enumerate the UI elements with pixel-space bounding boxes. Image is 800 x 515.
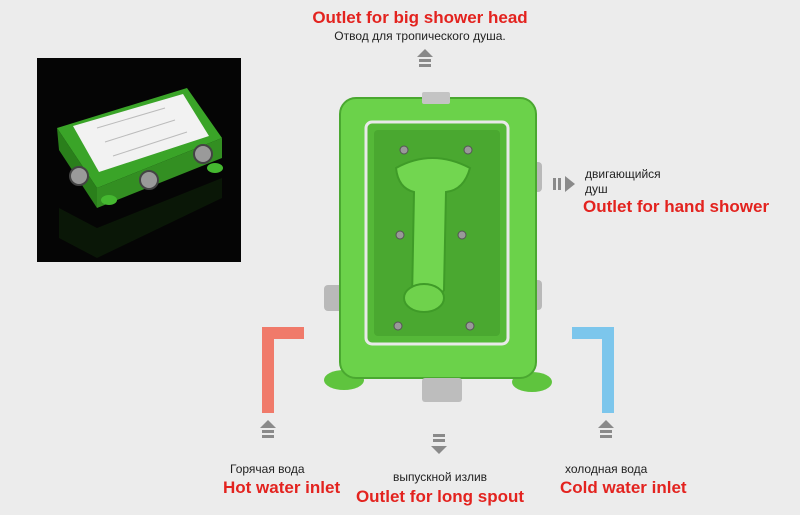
product-photo-inset bbox=[37, 58, 241, 262]
hot-water-label-ru: Горячая вода bbox=[230, 462, 305, 476]
hand-shower-label-ru-2: душ bbox=[585, 182, 608, 196]
big-shower-label-ru: Отвод для тропического душа. bbox=[334, 29, 506, 43]
hand-shower-label-ru-1: двигающийся bbox=[585, 167, 661, 181]
cold-water-pipe bbox=[572, 327, 614, 413]
bottom-fitting bbox=[422, 378, 462, 402]
big-shower-label-en: Outlet for big shower head bbox=[312, 8, 528, 27]
hot-water-label-en: Hot water inlet bbox=[223, 478, 341, 497]
valve-box-photo bbox=[57, 88, 223, 258]
arrow-right-icon bbox=[553, 176, 575, 192]
hand-shower-label-en: Outlet for hand shower bbox=[583, 197, 770, 216]
spout-label-ru: выпускной излив bbox=[392, 470, 488, 484]
arrow-up-icon bbox=[260, 420, 276, 438]
concealed-valve-box bbox=[322, 90, 562, 420]
cold-water-label-ru: холодная вода bbox=[565, 462, 648, 476]
spout-label-en: Outlet for long spout bbox=[355, 487, 525, 506]
cold-water-label-en: Cold water inlet bbox=[560, 478, 687, 497]
arrow-up-icon bbox=[417, 49, 433, 67]
arrow-down-icon bbox=[431, 434, 447, 454]
hot-water-pipe bbox=[262, 327, 304, 413]
arrow-up-icon bbox=[598, 420, 614, 438]
